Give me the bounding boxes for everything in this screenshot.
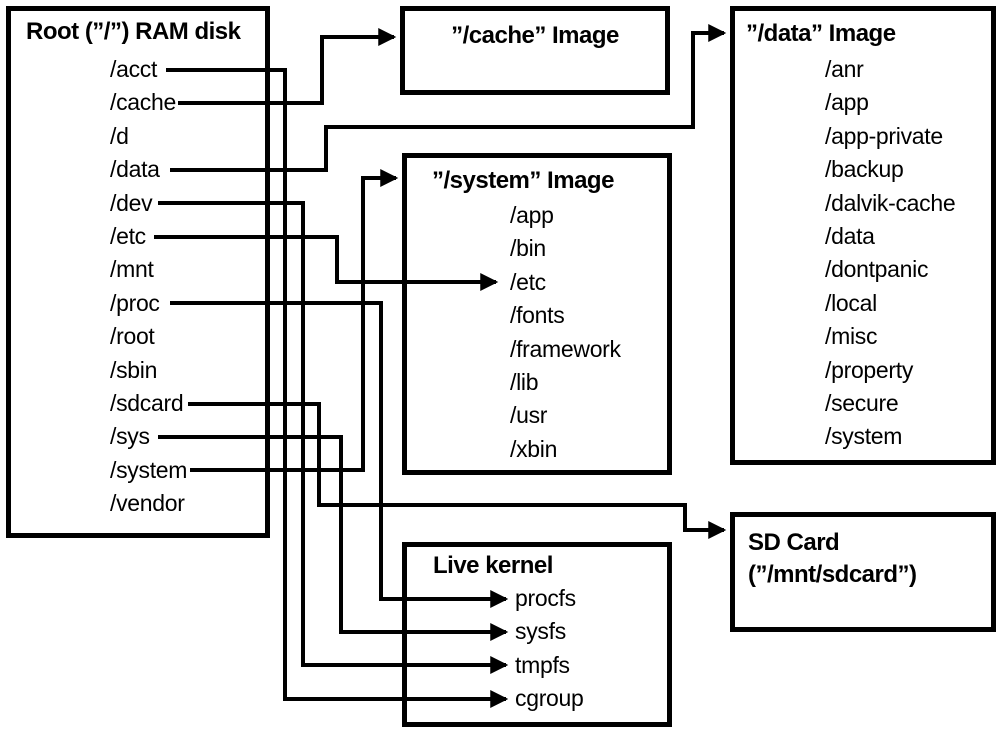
data-image-items: /anr/app/app-private/backup/dalvik-cache… (735, 53, 991, 454)
list-item: sysfs (515, 618, 566, 645)
list-item: /etc (510, 268, 546, 295)
data-image-title: ”/data” Image (746, 20, 896, 47)
system-image-items: /app/bin/etc/fonts/framework/lib/usr/xbi… (407, 199, 667, 466)
list-item: /dalvik-cache (825, 189, 956, 216)
list-item: /property (825, 356, 914, 383)
list-item: /anr (825, 56, 864, 82)
list-item: /sbin (110, 356, 158, 383)
list-item: /cache (110, 89, 176, 116)
list-item: /mnt (110, 256, 154, 283)
live-kernel-items: procfs sysfs tmpfs cgroup (407, 582, 667, 716)
system-image-box: ”/system” Image /app/bin/etc/fonts/frame… (402, 153, 672, 475)
system-image-title: ”/system” Image (432, 167, 614, 194)
list-item: /proc (110, 289, 160, 316)
list-item: /lib (510, 369, 539, 396)
list-item: /backup (825, 156, 904, 183)
list-item: /framework (510, 335, 621, 362)
list-item: tmpfs (515, 651, 570, 678)
list-item: /d (110, 122, 129, 149)
sd-card-title-line1: SD Card (748, 529, 840, 556)
list-item: /xbin (510, 435, 558, 462)
sd-card-title-line2: (”/mnt/sdcard”) (748, 561, 917, 588)
list-item: /system (825, 423, 903, 450)
root-ramdisk-box: Root (”/”) RAM disk /acct/cache/d/data/d… (6, 6, 270, 538)
list-item: /fonts (510, 302, 565, 329)
list-item: /root (110, 323, 155, 350)
data-image-box: ”/data” Image /anr/app/app-private/backu… (730, 6, 996, 465)
list-item: /misc (825, 323, 878, 350)
list-item: /system (110, 456, 188, 483)
live-kernel-title: Live kernel (433, 552, 553, 579)
root-ramdisk-title: Root (”/”) RAM disk (26, 18, 241, 45)
list-item: /data (110, 156, 160, 183)
list-item: /app (510, 202, 554, 228)
list-item: /dontpanic (825, 256, 929, 283)
list-item: /acct (110, 56, 158, 82)
list-item: /dev (110, 189, 153, 216)
list-item: /data (825, 223, 875, 250)
list-item: cgroup (515, 685, 584, 712)
cache-image-title: ”/cache” Image (451, 22, 619, 49)
list-item: /app-private (825, 122, 943, 149)
list-item: /bin (510, 235, 546, 262)
list-item: /usr (510, 402, 548, 429)
live-kernel-box: Live kernel procfs sysfs tmpfs cgroup (402, 542, 672, 727)
list-item: /sdcard (110, 390, 184, 417)
cache-image-box: ”/cache” Image (400, 6, 670, 95)
list-item: /local (825, 289, 877, 316)
list-item: /secure (825, 390, 899, 417)
root-ramdisk-items: /acct/cache/d/data/dev/etc/mnt/proc/root… (11, 53, 265, 521)
list-item: /etc (110, 223, 146, 250)
list-item: /vendor (110, 490, 185, 517)
list-item: procfs (515, 585, 576, 611)
list-item: /sys (110, 423, 150, 450)
list-item: /app (825, 89, 869, 116)
sd-card-box: SD Card (”/mnt/sdcard”) (730, 512, 996, 632)
